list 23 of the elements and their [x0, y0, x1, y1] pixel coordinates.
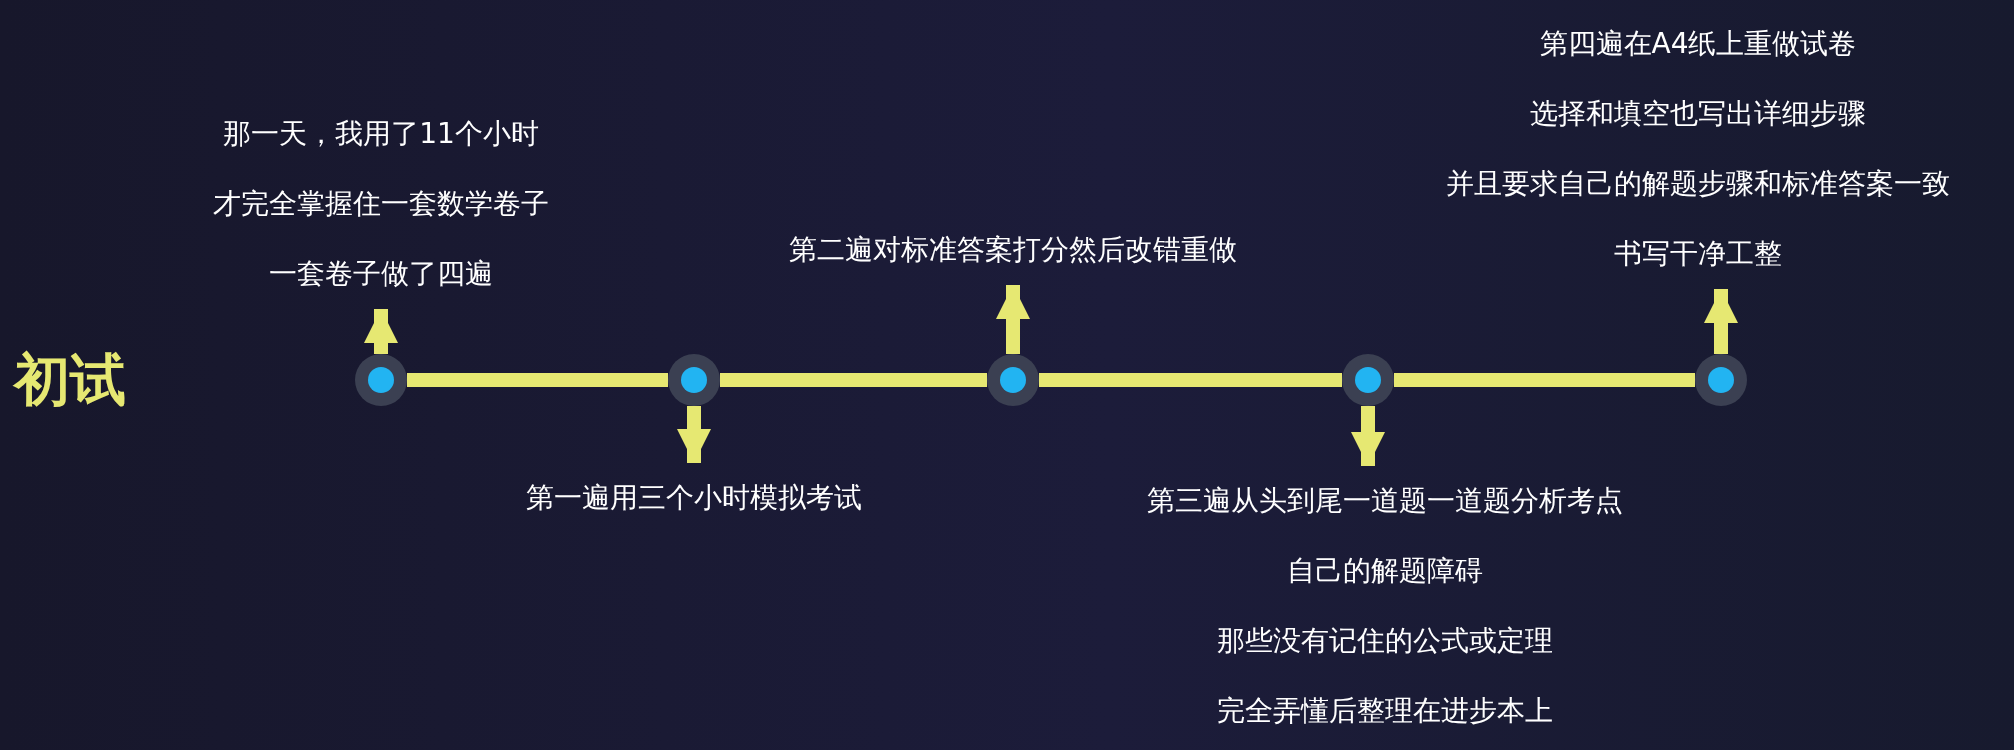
- step-text: 完全弄懂后整理在进步本上: [1217, 697, 1553, 725]
- step-text: 自己的解题障碍: [1287, 557, 1483, 585]
- step-text: 第二遍对标准答案打分然后改错重做: [789, 236, 1237, 264]
- timeline-line: [1394, 373, 1695, 387]
- step-text: 那一天，我用了11个小时: [223, 120, 539, 148]
- arrow: [364, 309, 398, 354]
- step-text: 第一遍用三个小时模拟考试: [526, 484, 862, 512]
- timeline-line: [1039, 373, 1342, 387]
- step-text: 第四遍在A4纸上重做试卷: [1539, 30, 1857, 58]
- arrow: [996, 285, 1030, 354]
- timeline-line: [720, 373, 987, 387]
- step-text: 选择和填空也写出详细步骤: [1530, 100, 1866, 128]
- step-text: 那些没有记住的公式或定理: [1217, 627, 1553, 655]
- step-text: 第三遍从头到尾一道题一道题分析考点: [1147, 487, 1623, 515]
- step-text: 并且要求自己的解题步骤和标准答案一致: [1446, 170, 1950, 198]
- step-text: 书写干净工整: [1614, 240, 1782, 268]
- arrow: [1704, 289, 1738, 354]
- title-text: 初试: [14, 352, 126, 408]
- step-text: 一套卷子做了四遍: [269, 260, 493, 288]
- arrow: [1351, 406, 1385, 466]
- timeline-line: [407, 373, 668, 387]
- step-text: 才完全掌握住一套数学卷子: [213, 190, 549, 218]
- arrow: [677, 406, 711, 463]
